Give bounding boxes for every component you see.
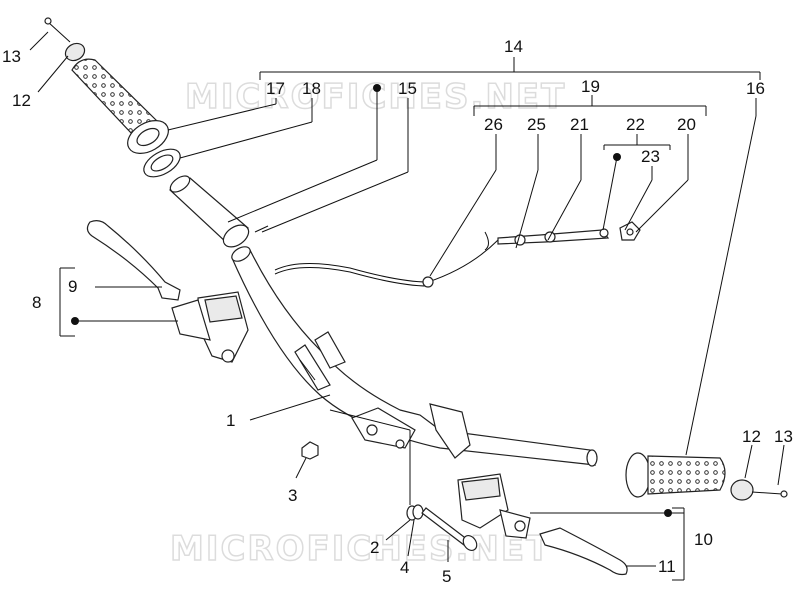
right-grip-flange — [625, 452, 651, 498]
callout-16: 16 — [746, 79, 765, 98]
right-bar-end-screw — [751, 490, 788, 498]
leader-lines — [29, 31, 785, 581]
callout-20: 20 — [677, 115, 696, 134]
callout-19: 19 — [581, 77, 600, 96]
callout-23: 23 — [641, 147, 660, 166]
callout-12-left: 12 — [12, 91, 31, 110]
bolt-5 — [421, 507, 478, 552]
callout-15: 15 — [398, 79, 417, 98]
callout-26: 26 — [484, 115, 503, 134]
callout-18: 18 — [302, 79, 321, 98]
callout-5: 5 — [442, 567, 451, 586]
right-grip — [647, 455, 726, 495]
washer-4 — [412, 504, 424, 520]
callout-1: 1 — [226, 411, 235, 430]
throttle-cable — [254, 221, 641, 288]
callout-12-right: 12 — [742, 427, 761, 446]
left-brake-lever — [86, 220, 181, 301]
callout-13-left: 13 — [2, 47, 21, 66]
right-master-cylinder — [457, 473, 531, 539]
callout-11: 11 — [658, 557, 676, 576]
callout-2: 2 — [370, 538, 379, 557]
callout-9: 9 — [68, 277, 77, 296]
callout-21: 21 — [570, 115, 589, 134]
left-master-cylinder — [171, 291, 249, 363]
callout-10: 10 — [694, 530, 713, 549]
callout-8: 8 — [32, 293, 41, 312]
nut-3 — [301, 441, 319, 460]
callout-25: 25 — [527, 115, 546, 134]
callout-22: 22 — [626, 115, 645, 134]
watermark-bottom: MICROFICHES.NET — [170, 529, 551, 569]
right-bar-end-weight — [730, 479, 754, 501]
right-brake-lever — [539, 527, 628, 576]
handlebar-tube — [231, 246, 598, 467]
callout-3: 3 — [288, 486, 297, 505]
throttle-tube — [169, 175, 250, 248]
callout-14: 14 — [504, 37, 523, 56]
callout-4: 4 — [400, 558, 409, 577]
watermark-top: MICROFICHES.NET — [185, 77, 566, 117]
callout-13-right: 13 — [774, 427, 793, 446]
callout-17: 17 — [266, 79, 285, 98]
left-bar-end-weight — [44, 17, 86, 62]
